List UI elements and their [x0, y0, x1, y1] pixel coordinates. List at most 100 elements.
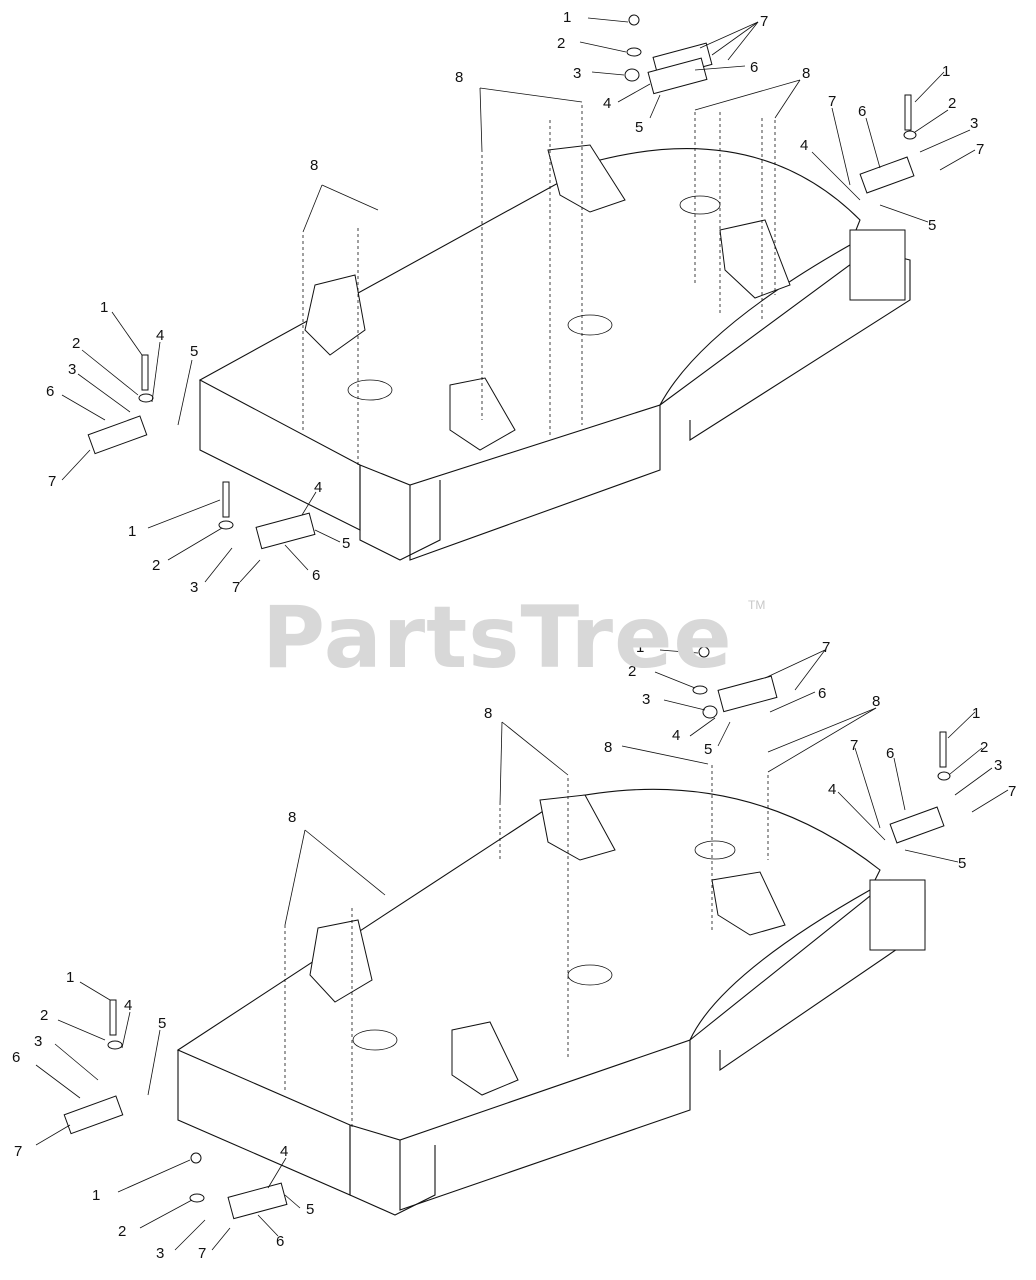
- hardware-cluster: [837, 711, 1009, 863]
- callout-label: 6: [46, 383, 54, 400]
- callout-label: 5: [342, 535, 350, 552]
- callout-label: 4: [280, 1143, 288, 1160]
- deck-bracket: [849, 229, 906, 301]
- callout-label: 4: [156, 327, 164, 344]
- callout-label: 7: [760, 13, 768, 30]
- deck-rear-rail: [659, 249, 911, 442]
- hardware-cluster: [117, 1152, 301, 1251]
- callout-label: 6: [312, 567, 320, 584]
- callout-label: 3: [994, 757, 1002, 774]
- hardware-cluster: [147, 481, 341, 583]
- callout-label: 2: [72, 335, 80, 352]
- callout-label: 7: [822, 639, 830, 656]
- callout-label: 2: [948, 95, 956, 112]
- callout-label: 6: [12, 1049, 20, 1066]
- spindle-opening: [352, 1029, 398, 1051]
- callout-label: 7: [48, 473, 56, 490]
- callout-label: 6: [818, 685, 826, 702]
- callout-label: 5: [928, 217, 936, 234]
- callout-label: 1: [563, 9, 571, 26]
- deck-bracket: [304, 274, 366, 356]
- callouts-bottom: 1 2 3 4 5 6 7 8 8 8 8 1 2 3 4 5 6 7 7 1 …: [12, 639, 1016, 1262]
- callout-label: 1: [92, 1187, 100, 1204]
- callout-label: 4: [672, 727, 680, 744]
- callout-label: 3: [34, 1033, 42, 1050]
- callout-label: 7: [232, 579, 240, 596]
- deck-bracket: [539, 794, 616, 861]
- callout-label: 1: [942, 63, 950, 80]
- callout-label: 5: [635, 119, 643, 136]
- spindle-opening: [347, 379, 393, 401]
- deck-bracket: [449, 377, 516, 451]
- spindle-opening: [679, 195, 721, 215]
- callout-label: 6: [750, 59, 758, 76]
- deck-bracket: [547, 144, 626, 213]
- callout-label: 2: [628, 663, 636, 680]
- hardware-cluster: [811, 71, 976, 223]
- deck-bracket: [869, 879, 926, 951]
- callout-label: 6: [886, 745, 894, 762]
- callout-label: 8: [802, 65, 810, 82]
- spindle-opening: [694, 840, 736, 860]
- callout-label: 8: [288, 809, 296, 826]
- callout-label: 4: [314, 479, 322, 496]
- callout-label: 5: [158, 1015, 166, 1032]
- deck-side-skirt: [399, 1040, 691, 1211]
- deck-bracket: [451, 1021, 519, 1096]
- deck-front-skirt: [177, 1050, 351, 1196]
- callout-label: 6: [858, 103, 866, 120]
- callout-label: 8: [604, 739, 612, 756]
- callout-label: 8: [484, 705, 492, 722]
- hardware-cluster: [35, 981, 161, 1146]
- callout-label: 7: [198, 1245, 206, 1262]
- deck-plate-outline: [176, 788, 881, 1141]
- callout-label: 8: [872, 693, 880, 710]
- callout-label: 1: [972, 705, 980, 722]
- callout-label: 3: [190, 579, 198, 596]
- deck-assembly-top: [61, 14, 976, 583]
- callout-label: 7: [14, 1143, 22, 1160]
- hardware-cluster: [579, 14, 759, 119]
- callout-label: 1: [636, 639, 644, 656]
- deck-assembly-bottom: [35, 646, 1009, 1251]
- watermark-logo: PartsTree: [262, 588, 733, 688]
- callout-label: 8: [455, 69, 463, 86]
- callout-label: 7: [828, 93, 836, 110]
- callout-label: 6: [276, 1233, 284, 1250]
- spindle-opening: [567, 964, 613, 986]
- callout-label: 2: [980, 739, 988, 756]
- callout-label: 7: [850, 737, 858, 754]
- callout-label: 4: [800, 137, 808, 154]
- spindle-opening: [567, 314, 613, 336]
- callout-label: 1: [100, 299, 108, 316]
- callout-label: 4: [124, 997, 132, 1014]
- callout-label: 3: [970, 115, 978, 132]
- callout-label: 7: [1008, 783, 1016, 800]
- callout-label: 5: [958, 855, 966, 872]
- callouts-top: 1 2 3 4 5 6 7 8 8 8 1 2 3 4 5 6 7 7 1 2 …: [46, 9, 984, 596]
- callout-label: 3: [156, 1245, 164, 1262]
- callout-label: 8: [310, 157, 318, 174]
- deck-bracket: [309, 919, 373, 1003]
- callout-label: 3: [573, 65, 581, 82]
- callout-label: 2: [118, 1223, 126, 1240]
- callout-label: 7: [976, 141, 984, 158]
- trademark-symbol: TM: [748, 598, 766, 612]
- deck-side-skirt: [409, 405, 661, 561]
- callout-label: 1: [128, 523, 136, 540]
- deck-plate-outline: [198, 148, 861, 486]
- callout-label: 3: [68, 361, 76, 378]
- callout-label: 5: [704, 741, 712, 758]
- hardware-cluster: [61, 311, 193, 481]
- callout-label: 2: [557, 35, 565, 52]
- callout-label: 2: [40, 1007, 48, 1024]
- deck-left-rail: [349, 1125, 436, 1216]
- deck-left-rail: [359, 465, 441, 561]
- callout-label: 3: [642, 691, 650, 708]
- callout-label: 2: [152, 557, 160, 574]
- callout-label: 1: [66, 969, 74, 986]
- callout-label: 5: [306, 1201, 314, 1218]
- callout-label: 5: [190, 343, 198, 360]
- hardware-cluster: [654, 646, 826, 747]
